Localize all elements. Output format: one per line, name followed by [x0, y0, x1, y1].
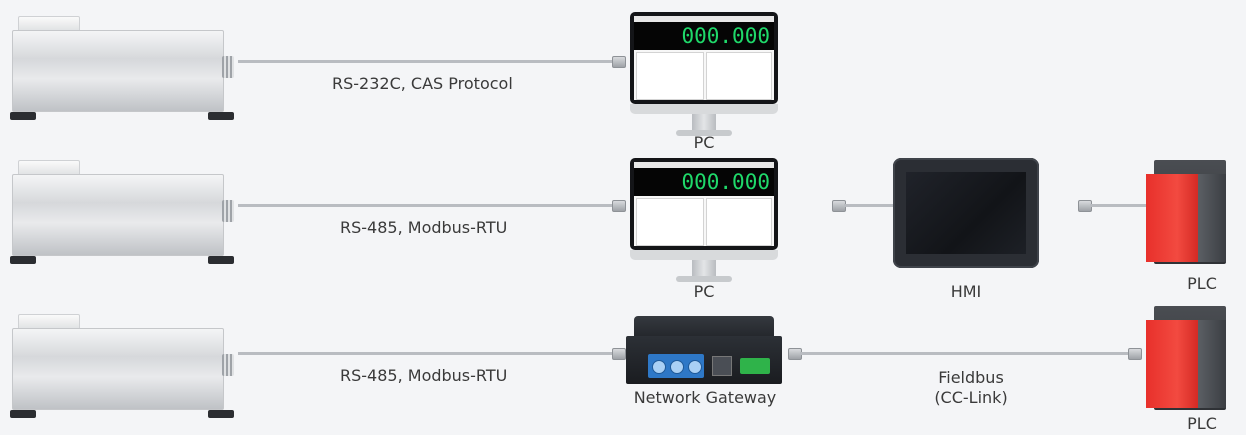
- cable-rs485-1: [238, 204, 612, 207]
- fieldbus-sublabel: (CC-Link): [934, 388, 1008, 407]
- network-gateway: [626, 316, 782, 386]
- pc-label-2: PC: [693, 282, 715, 301]
- cable-pc-hmi: [844, 204, 894, 207]
- cable-plug: [1128, 348, 1142, 360]
- cable-label-rs485-1: RS-485, Modbus-RTU: [340, 218, 508, 237]
- cable-rs485-2: [238, 352, 612, 355]
- plc-device-2: [1146, 306, 1226, 410]
- plc-label-2: PLC: [1187, 414, 1217, 433]
- weight-sensor-2: [8, 160, 234, 270]
- gateway-label: Network Gateway: [633, 388, 777, 407]
- weight-display-2: 000.000: [634, 168, 774, 196]
- hmi-panel: [893, 158, 1039, 268]
- hmi-label: HMI: [950, 282, 982, 301]
- pc-monitor-1: 000.000: [630, 12, 778, 144]
- cable-plug: [612, 200, 626, 212]
- weight-sensor-1: [8, 16, 234, 126]
- pc-monitor-2: 000.000: [630, 158, 778, 290]
- cable-label-rs232c: RS-232C, CAS Protocol: [332, 74, 513, 93]
- cable-label-rs485-2: RS-485, Modbus-RTU: [340, 366, 508, 385]
- weight-sensor-3: [8, 314, 234, 424]
- cable-rs232c: [238, 60, 612, 63]
- weight-display-1: 000.000: [634, 22, 774, 50]
- pc-label-1: PC: [693, 133, 715, 152]
- cable-hmi-plc: [1090, 204, 1148, 207]
- cable-plug: [612, 56, 626, 68]
- cable-fieldbus: [800, 352, 1128, 355]
- plc-device-1: [1146, 160, 1226, 264]
- plc-label-1: PLC: [1187, 274, 1217, 293]
- cable-plug: [612, 348, 626, 360]
- fieldbus-label: Fieldbus: [938, 368, 1004, 387]
